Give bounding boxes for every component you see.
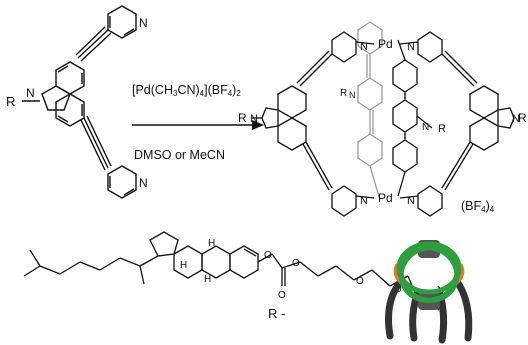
cage-structure — [252, 21, 515, 217]
cage-n-right: N — [512, 113, 520, 125]
reagent-label: [Pd(CH3CN)4](BF4)2 — [132, 83, 241, 98]
steroid-h-middle: H — [180, 260, 187, 271]
ligand-n-carbazole: N — [26, 86, 35, 100]
carbonate-o-3: O — [278, 290, 286, 301]
steroid-h-lower: H — [204, 274, 211, 285]
pyridine-ring-bottom — [107, 165, 137, 199]
cage-r-back: R — [340, 88, 347, 99]
cage-pd-bottom: Pd — [378, 191, 393, 205]
carbazole-lower-ring — [55, 93, 85, 127]
steroid-h-top: H — [208, 238, 215, 249]
solvent-conditions: DMSO or MeCN — [134, 148, 225, 162]
ether-o-1: O — [356, 276, 364, 287]
counterion-label: (BF4)4 — [461, 199, 495, 214]
pd-coordination-bonds — [355, 41, 419, 199]
cage-pd-top: Pd — [378, 37, 393, 51]
ligand-n-top: N — [139, 16, 148, 30]
cage-n-bottom-left: N — [360, 195, 368, 207]
cage-n-top-right: N — [407, 41, 415, 53]
ligand-n-bottom: N — [139, 176, 148, 190]
cage-r-left: R — [238, 111, 247, 125]
pyridine-ring-top — [107, 5, 137, 39]
cage-n-left: N — [250, 113, 258, 125]
reaction-arrow — [132, 120, 264, 130]
cage-left-ligand — [252, 31, 357, 217]
ligand-structure — [22, 5, 137, 199]
cholesterol-substituent — [23, 231, 441, 311]
ligand-r-label: R — [6, 94, 15, 109]
carbonate-o-1: O — [264, 250, 272, 261]
cage-r-right: R — [518, 111, 527, 125]
cage-front-ligand — [392, 39, 433, 197]
substituent-r-label: R - — [268, 306, 286, 321]
cage-n-top-left: N — [360, 41, 368, 53]
cage-n-center: N — [422, 122, 429, 133]
cage-back-ligands — [357, 21, 383, 201]
cage-right-ligand — [417, 31, 515, 217]
carbonate-o-2: O — [292, 258, 300, 269]
cage-n-bottom-right: N — [407, 195, 415, 207]
cage-r-center: R — [438, 123, 446, 135]
cage-cartoon — [385, 240, 473, 344]
cage-n-back: N — [349, 90, 356, 100]
